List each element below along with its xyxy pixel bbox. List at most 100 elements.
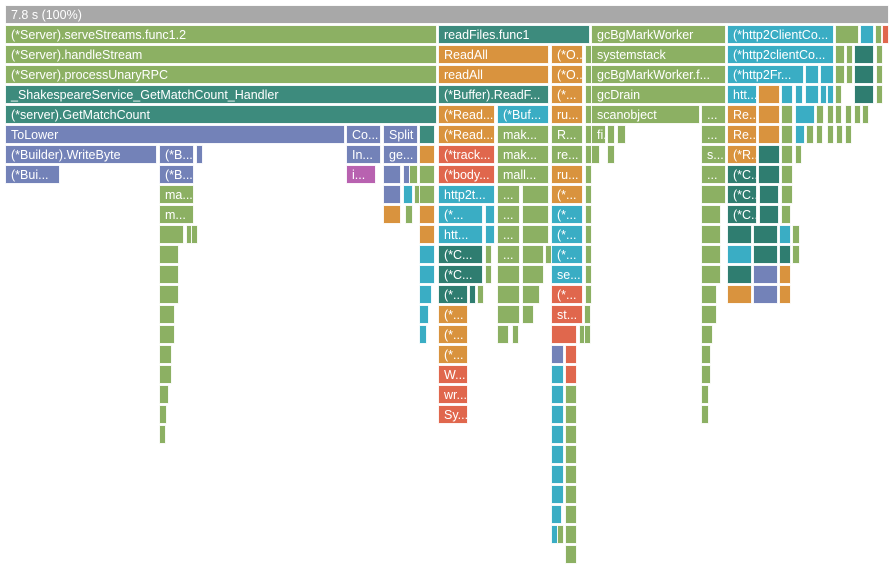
flame-frame[interactable]	[565, 465, 577, 484]
flame-frame[interactable]: In...	[346, 145, 381, 164]
flame-frame[interactable]	[585, 185, 592, 204]
flame-frame[interactable]	[781, 125, 793, 144]
flame-frame[interactable]	[758, 105, 780, 124]
flame-frame[interactable]: Re...	[727, 105, 757, 124]
flame-frame[interactable]	[419, 225, 435, 244]
flame-frame[interactable]	[196, 145, 203, 164]
flame-frame[interactable]	[159, 345, 172, 364]
flame-frame[interactable]: htt...	[727, 85, 757, 104]
flame-frame[interactable]	[701, 285, 717, 304]
flame-frame[interactable]: mak...	[497, 145, 549, 164]
flame-frame[interactable]	[758, 85, 780, 104]
flame-frame[interactable]: ToLower	[5, 125, 345, 144]
flame-frame[interactable]	[607, 125, 615, 144]
flame-frame[interactable]	[701, 405, 709, 424]
flame-frame[interactable]	[565, 365, 577, 384]
flame-frame[interactable]	[779, 225, 791, 244]
flame-frame[interactable]	[753, 225, 778, 244]
flame-frame[interactable]: ...	[701, 165, 726, 184]
flame-frame[interactable]	[469, 285, 476, 304]
flame-frame[interactable]: wr...	[438, 385, 468, 404]
flame-frame[interactable]: ma...	[159, 185, 194, 204]
flame-frame[interactable]: (*Read...	[438, 105, 495, 124]
flame-frame[interactable]	[846, 65, 853, 84]
flame-frame[interactable]: (*Server).serveStreams.func1.2	[5, 25, 437, 44]
flame-frame[interactable]	[565, 505, 577, 524]
flame-frame[interactable]	[854, 105, 861, 124]
flame-frame[interactable]: fi...	[591, 125, 606, 144]
flame-frame[interactable]	[854, 85, 874, 104]
flame-frame[interactable]	[836, 125, 843, 144]
flame-frame[interactable]	[753, 245, 778, 264]
flame-frame[interactable]: ...	[497, 185, 520, 204]
flame-frame[interactable]	[806, 125, 814, 144]
flame-frame[interactable]	[854, 45, 874, 64]
flame-frame[interactable]: (*Read...	[438, 125, 495, 144]
flame-frame[interactable]	[159, 325, 175, 344]
flame-frame[interactable]: ...	[497, 225, 520, 244]
flame-frame[interactable]: (*...	[551, 285, 583, 304]
flame-frame[interactable]: _ShakespeareService_GetMatchCount_Handle…	[5, 85, 437, 104]
flame-frame[interactable]: (*C...	[727, 165, 757, 184]
flame-frame[interactable]: (*Builder).WriteByte	[5, 145, 157, 164]
flame-frame[interactable]	[701, 325, 713, 344]
flame-frame[interactable]: (*...	[551, 85, 583, 104]
flame-frame[interactable]	[781, 145, 793, 164]
flame-frame[interactable]	[522, 225, 549, 244]
flame-frame[interactable]	[845, 105, 852, 124]
flame-frame[interactable]: s...	[701, 145, 726, 164]
flame-frame[interactable]: i...	[346, 165, 376, 184]
flame-frame[interactable]	[781, 165, 793, 184]
flame-frame[interactable]: (*http2Fr...	[727, 65, 804, 84]
flame-frame[interactable]	[727, 285, 752, 304]
flame-frame[interactable]	[701, 225, 721, 244]
flame-frame[interactable]	[497, 305, 520, 324]
flame-frame[interactable]: (*O...	[551, 45, 583, 64]
flame-frame[interactable]	[159, 365, 172, 384]
flame-frame[interactable]	[701, 345, 711, 364]
flame-frame[interactable]	[758, 165, 780, 184]
flame-frame[interactable]	[419, 205, 435, 224]
flame-frame[interactable]	[816, 125, 823, 144]
flame-frame[interactable]	[565, 345, 577, 364]
flame-frame[interactable]	[753, 265, 778, 284]
flame-frame[interactable]	[485, 205, 495, 224]
flame-frame[interactable]	[701, 245, 721, 264]
flame-frame[interactable]	[383, 205, 401, 224]
flame-frame[interactable]	[565, 525, 577, 544]
flame-frame[interactable]	[485, 225, 495, 244]
flame-frame[interactable]	[551, 325, 577, 344]
flame-frame[interactable]	[758, 125, 780, 144]
flame-frame[interactable]	[795, 105, 815, 124]
flame-frame[interactable]	[701, 265, 721, 284]
flame-frame[interactable]	[820, 65, 834, 84]
flame-frame[interactable]	[551, 405, 564, 424]
flame-frame[interactable]	[497, 285, 520, 304]
flame-frame[interactable]	[419, 245, 435, 264]
flame-frame[interactable]	[419, 265, 435, 284]
flame-frame[interactable]	[551, 345, 564, 364]
flame-frame[interactable]	[835, 85, 842, 104]
flame-frame[interactable]	[860, 25, 874, 44]
flame-frame[interactable]	[795, 145, 802, 164]
flame-frame[interactable]: (*http2ClientCo...	[727, 25, 834, 44]
flame-frame[interactable]: (*...	[551, 205, 583, 224]
flame-frame[interactable]: gcBgMarkWorker	[591, 25, 726, 44]
flame-frame[interactable]: Re...	[727, 125, 757, 144]
flame-frame[interactable]	[419, 145, 435, 164]
flame-frame[interactable]	[585, 205, 592, 224]
flame-frame[interactable]: mak...	[497, 125, 549, 144]
flame-frame[interactable]	[779, 285, 791, 304]
flame-frame[interactable]	[419, 165, 435, 184]
flame-frame[interactable]: st...	[551, 305, 583, 324]
flame-frame[interactable]	[409, 165, 418, 184]
flame-frame[interactable]	[557, 525, 564, 544]
flame-frame[interactable]: (*...	[551, 185, 583, 204]
flame-frame[interactable]: ...	[701, 105, 726, 124]
flame-frame[interactable]: Sy...	[438, 405, 468, 424]
flame-frame[interactable]	[159, 225, 184, 244]
flame-frame[interactable]	[835, 105, 842, 124]
flame-frame[interactable]	[159, 305, 175, 324]
flame-frame[interactable]	[876, 65, 883, 84]
